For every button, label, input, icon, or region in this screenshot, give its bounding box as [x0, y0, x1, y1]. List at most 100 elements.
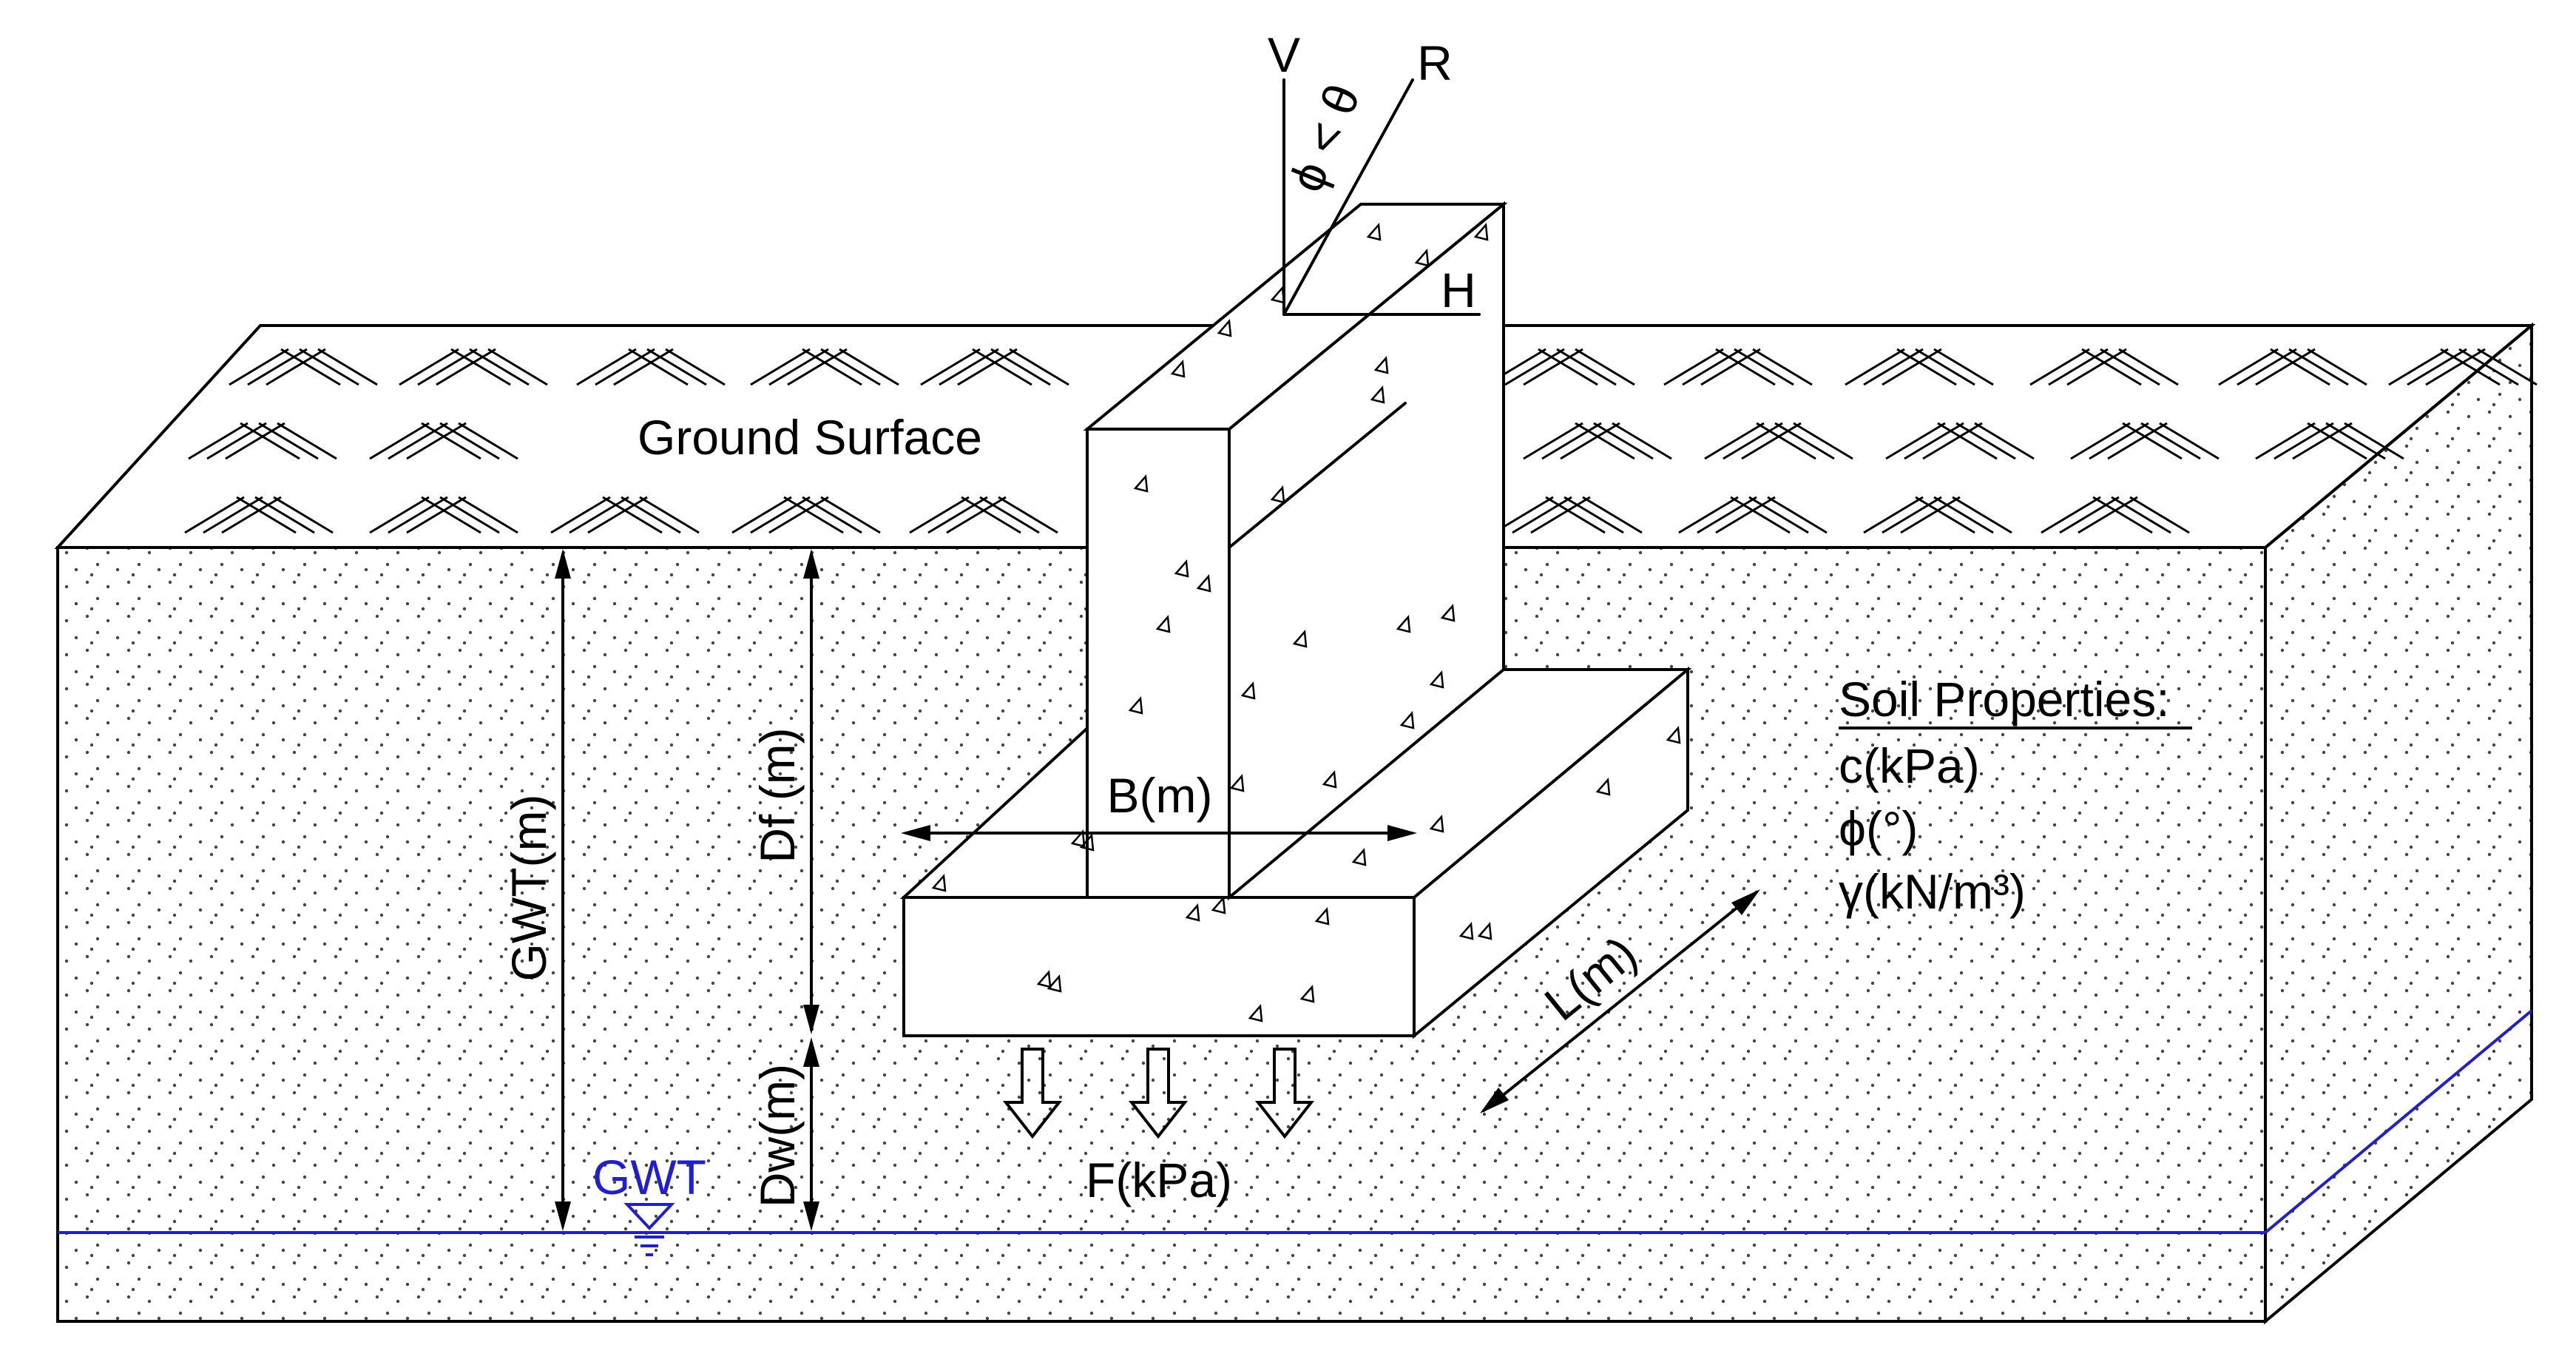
grass-tuft-icon [369, 496, 518, 534]
grass-hatching [184, 348, 2538, 534]
aggregate-mark [1429, 670, 1444, 689]
grass-tuft-icon [188, 422, 337, 460]
aggregate-mark [1217, 319, 1232, 337]
soil-properties-heading: Soil Properties: [1839, 672, 2170, 727]
aggregate-mark [1458, 922, 1474, 940]
concrete-aggregate [931, 223, 1681, 1022]
gwt-dimension-label: GWT(m) [501, 795, 556, 982]
df-dimension-top-arrow [803, 549, 819, 579]
aggregate-mark [1473, 223, 1489, 241]
grass-tuft-icon [2218, 348, 2367, 386]
grass-tuft-icon [184, 496, 334, 534]
df-dimension-bottom-arrow [803, 1005, 819, 1034]
grass-tuft-icon [550, 496, 700, 534]
grass-tuft-icon [369, 422, 518, 460]
aggregate-mark [1174, 559, 1189, 578]
aggregate-mark [1229, 774, 1245, 792]
aggregate-mark [1429, 815, 1444, 833]
aggregate-mark [1128, 696, 1143, 715]
grass-tuft-icon [1885, 422, 2035, 460]
grass-tuft-icon [1845, 348, 1994, 386]
aggregate-mark [1196, 574, 1211, 593]
soil-block [54, 322, 2536, 1325]
df-dimension-label: Df (m) [750, 727, 805, 863]
aggregate-mark [1248, 1004, 1263, 1022]
grass-tuft-icon [1863, 496, 2012, 534]
dw-dimension-top-arrow [803, 1037, 819, 1067]
aggregate-mark [1366, 223, 1382, 241]
pressure-arrow-icon [1128, 1048, 1189, 1139]
ground-surface-label: Ground Surface [638, 410, 982, 465]
bearing-pressure: F(kPa) [1002, 1048, 1315, 1207]
grass-tuft-icon [2388, 348, 2538, 386]
aggregate-mark [1070, 829, 1086, 848]
aggregate-mark [1047, 974, 1062, 993]
aggregate-mark [1414, 249, 1430, 267]
dw-dimension-label: Dw(m) [750, 1064, 805, 1207]
dw-dimension-bottom-arrow [803, 1201, 819, 1231]
water-table-side-line [2264, 1009, 2533, 1234]
gwt-marker-label: GWT [592, 1150, 706, 1204]
foundation [899, 200, 1692, 1039]
horizontal-load-label: H [1441, 263, 1476, 317]
grass-tuft-icon [1663, 348, 1813, 386]
soil-property-item: γ(kN/m³) [1839, 864, 2026, 919]
gwt-dimension-top-arrow [555, 549, 571, 579]
aggregate-mark [1322, 770, 1337, 789]
aggregate-mark [1036, 970, 1052, 988]
aggregate-mark [1373, 356, 1389, 374]
aggregate-mark [931, 874, 947, 892]
gwt-dimension-bottom-arrow [555, 1201, 571, 1231]
grass-tuft-icon [2041, 496, 2190, 534]
grass-tuft-icon [229, 348, 378, 386]
aggregate-mark [1666, 726, 1681, 744]
aggregate-mark [1211, 896, 1226, 914]
aggregate-mark [1399, 711, 1415, 729]
l-dimension-bottom-arrow [1480, 1088, 1509, 1113]
aggregate-mark [1595, 778, 1611, 796]
grass-tuft-icon [399, 348, 548, 386]
grass-tuft-icon [731, 496, 881, 534]
aggregate-mark [1133, 474, 1149, 493]
aggregate-mark [1370, 385, 1385, 404]
column-ground-edge [1228, 402, 1407, 549]
column-front-face [1086, 428, 1231, 899]
aggregate-mark [1440, 604, 1456, 622]
resultant-load-label: R [1417, 36, 1453, 90]
pressure-arrow-icon [1002, 1048, 1063, 1139]
aggregate-mark [1079, 833, 1095, 852]
grass-tuft-icon [920, 348, 1069, 386]
l-dimension-top-arrow [1731, 889, 1760, 915]
grass-tuft-icon [576, 348, 726, 386]
b-dimension-label: B(m) [1107, 768, 1213, 823]
aggregate-mark [1351, 848, 1367, 866]
grass-tuft-icon [909, 496, 1058, 534]
vertical-load-label: V [1268, 27, 1300, 82]
soil-property-item: ϕ(°) [1839, 801, 1918, 856]
aggregate-mark [1185, 903, 1200, 922]
gwt-symbol-icon [623, 1203, 675, 1256]
grass-tuft-icon [1678, 496, 1828, 534]
aggregate-mark [1170, 360, 1186, 378]
grass-tuft-icon [1523, 422, 1672, 460]
grass-tuft-icon [750, 348, 899, 386]
aggregate-mark [1155, 615, 1171, 633]
water-table: GWT [58, 1009, 2533, 1256]
soil-property-item: c(kPa) [1839, 738, 1980, 793]
b-dimension-right-arrow [1387, 825, 1417, 841]
aggregate-mark [1396, 615, 1411, 633]
aggregate-mark [1314, 907, 1330, 926]
pressure-arrow-icon [1254, 1048, 1315, 1139]
grass-tuft-icon [2029, 348, 2179, 386]
soil-properties-legend: Soil Properties: c(kPa) ϕ(°) γ(kN/m³) [1839, 672, 2192, 919]
grass-tuft-icon [2255, 422, 2404, 460]
l-dimension-line [1481, 890, 1759, 1113]
footing-front-face [902, 896, 1416, 1037]
grass-tuft-icon [1493, 496, 1643, 534]
pressure-label: F(kPa) [1086, 1153, 1232, 1207]
resultant-load-line [1282, 78, 1414, 316]
aggregate-mark [1270, 485, 1285, 504]
b-dimension-left-arrow [901, 825, 930, 841]
grass-tuft-icon [2070, 422, 2220, 460]
